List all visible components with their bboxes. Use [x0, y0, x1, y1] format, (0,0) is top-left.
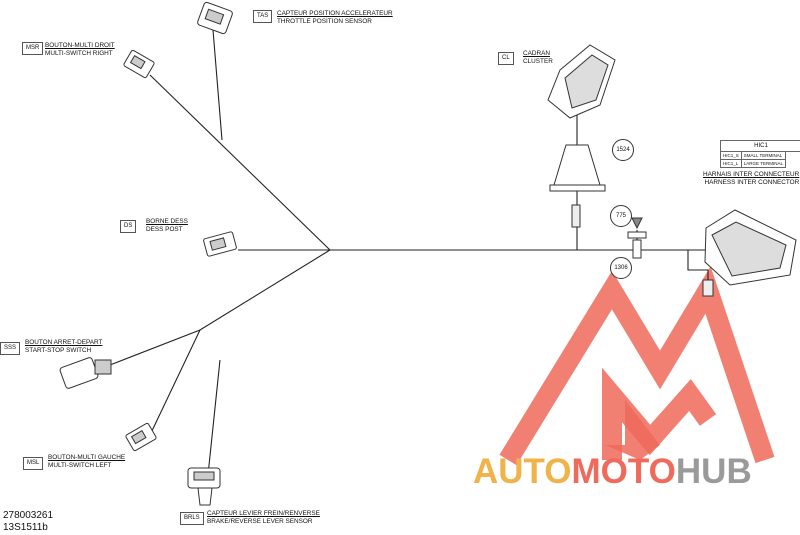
label-hic-en: HARNESS INTER CONNECTOR	[704, 179, 800, 186]
connector-msl	[125, 422, 157, 452]
label-cl-en: CLUSTER	[523, 58, 553, 65]
table-cell: LARGE TERMINAL	[740, 159, 786, 168]
label-ds-en: DESS POST	[146, 226, 183, 233]
table-cell: HIC1_L	[720, 159, 742, 168]
label-hic-fr: HARNAIS INTER CONNECTEUR	[703, 171, 800, 178]
label-msl-en: MULTI-SWITCH LEFT	[48, 462, 112, 469]
connector-sss	[59, 357, 112, 389]
watermark-moto: MOTO	[571, 452, 676, 491]
part-number: 278003261	[3, 510, 54, 521]
code-box-msr: MSR	[22, 42, 44, 55]
hic-terminal-table: HIC1_S SMALL TERMINAL HIC1_L LARGE TERMI…	[720, 151, 786, 168]
code-box-msl: MSL	[23, 457, 44, 470]
label-brls-en: BRAKE/REVERSE LEVER SENSOR	[207, 518, 313, 525]
drawing-id: 13S1511b	[3, 522, 48, 533]
label-msr-en: MULTI-SWITCH RIGHT	[45, 50, 113, 57]
label-tas-fr: CAPTEUR POSITION ACCELERATEUR	[277, 10, 393, 17]
connector-tas	[197, 1, 233, 35]
label-tas-en: THROTTLE POSITION SENSOR	[277, 18, 372, 25]
code-box-brls: BRLS	[180, 512, 204, 525]
watermark-text: AUTOMOTOHUB	[473, 452, 752, 492]
grommet	[549, 144, 606, 228]
label-brls: CAPTEUR LEVIER FREIN/RENVERSE BRAKE/REVE…	[207, 510, 320, 526]
table-row: HIC1_L LARGE TERMINAL	[720, 159, 786, 168]
code-box-sss: SSS	[0, 342, 21, 355]
watermark-auto: AUTO	[473, 452, 572, 491]
code-box-ds: DS	[120, 220, 137, 233]
label-tas: CAPTEUR POSITION ACCELERATEUR THROTTLE P…	[277, 10, 393, 26]
connector-ds	[203, 231, 237, 257]
label-sss-fr: BOUTON ARRET-DEPART	[25, 339, 103, 346]
label-cl-fr: CADRAN	[523, 50, 550, 57]
table-cell: SMALL TERMINAL	[740, 151, 786, 160]
label-brls-fr: CAPTEUR LEVIER FREIN/RENVERSE	[207, 510, 320, 517]
label-ds: BORNE DESS DESS POST	[146, 218, 188, 234]
watermark-logo-fill	[605, 400, 660, 460]
label-ds-fr: BORNE DESS	[146, 218, 188, 225]
connector-msr	[123, 49, 155, 79]
callout-775: 775	[610, 205, 632, 227]
label-msl: BOUTON-MULTI GAUCHE MULTI-SWITCH LEFT	[48, 454, 125, 470]
connector-hic	[702, 209, 797, 297]
callout-1306: 1306	[610, 257, 632, 279]
callout-1524: 1524	[612, 139, 634, 161]
label-msr-fr: BOUTON-MULTI DROIT	[45, 42, 115, 49]
connector-brls	[187, 467, 221, 506]
label-msr: BOUTON-MULTI DROIT MULTI-SWITCH RIGHT	[45, 42, 115, 58]
connector-cluster	[547, 44, 616, 119]
label-sss-en: START-STOP SWITCH	[25, 347, 92, 354]
label-hic: HARNAIS INTER CONNECTEUR HARNESS INTER C…	[703, 171, 799, 187]
table-row: HIC1_S SMALL TERMINAL	[720, 151, 786, 160]
label-cl: CADRAN CLUSTER	[523, 50, 553, 66]
table-cell: HIC1_S	[720, 151, 742, 160]
label-sss: BOUTON ARRET-DEPART START-STOP SWITCH	[25, 339, 102, 355]
code-box-tas: TAS	[253, 10, 273, 23]
fuse-holder	[627, 217, 647, 259]
label-msl-fr: BOUTON-MULTI GAUCHE	[48, 454, 126, 461]
code-box-cl: CL	[498, 52, 514, 65]
watermark-hub: HUB	[675, 452, 752, 491]
